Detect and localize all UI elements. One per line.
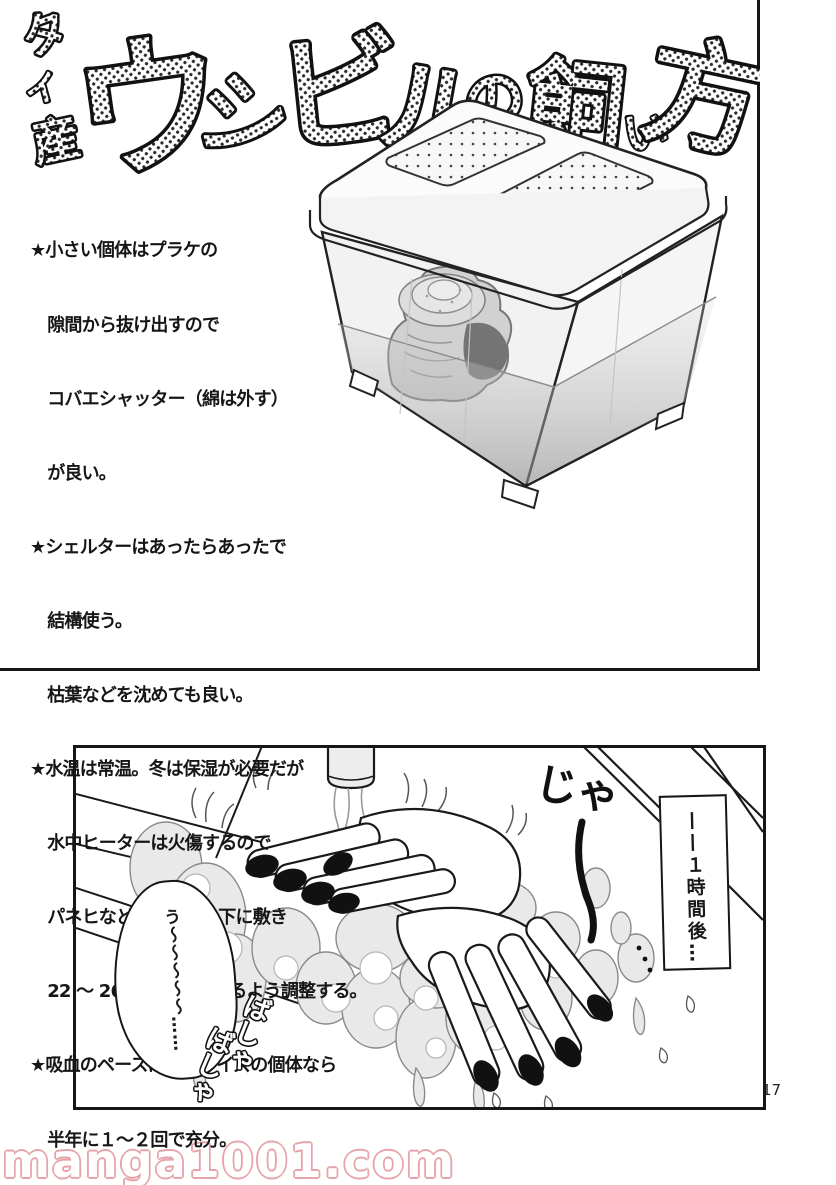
sfx-stream-dots <box>636 945 653 973</box>
watermark: manga1001.com <box>2 1134 456 1185</box>
upper-hand <box>246 807 522 923</box>
care-note-line: 隙間から抜け出すので <box>30 314 220 336</box>
droplets <box>491 994 696 1107</box>
care-note-line: コバエシャッター（綿は外す） <box>30 388 289 410</box>
title-prefix-char-san: 産 <box>27 109 86 174</box>
care-note-line: ★水温は常温。冬は保湿が必要だが <box>30 759 304 781</box>
title-prefix-char-ta: タ <box>14 1 76 67</box>
panel-hand-washing: ——１時間後… う～～～～～…… じゃ ばしゃ ばしゃ <box>73 745 766 1110</box>
background-lines <box>583 748 763 921</box>
care-note-line: ★小さい個体はプラケの <box>30 240 218 262</box>
sfx-stream-tail <box>575 818 597 944</box>
care-note-line: 水中ヒーターは火傷するので <box>30 833 271 855</box>
lower-hand-nails <box>473 994 614 1092</box>
page-number: 17 <box>762 1081 782 1099</box>
care-note-line: ★シェルターはあったらあったで <box>30 536 287 558</box>
care-note-line: パネヒなどをケースの下に敷き <box>30 906 430 931</box>
lower-hand <box>396 906 612 1088</box>
care-note-line: 半年に１～２回で充分。 <box>30 1129 237 1151</box>
faucet <box>326 748 376 790</box>
title-char-u: ウ <box>64 12 237 205</box>
caption-text: ——１時間後… <box>681 810 708 966</box>
upper-hand-nails <box>245 852 360 914</box>
care-note-line: 枯葉などを沈めても良い。 <box>30 684 253 706</box>
terrarium-illustration <box>308 99 728 510</box>
panel-care-guide: ウ シ ビ ル の 飼 い 方 タ イ 産 <box>0 0 760 1151</box>
care-note-line: が良い。 <box>30 462 117 484</box>
title-prefix-char-i: イ <box>21 66 64 113</box>
speech-bubble-text: う～～～～～…… <box>159 907 190 1053</box>
caption-box: ——１時間後… <box>658 794 732 971</box>
title-char-shi: シ <box>185 55 300 181</box>
care-note-line: 結構使う。 <box>30 610 133 632</box>
